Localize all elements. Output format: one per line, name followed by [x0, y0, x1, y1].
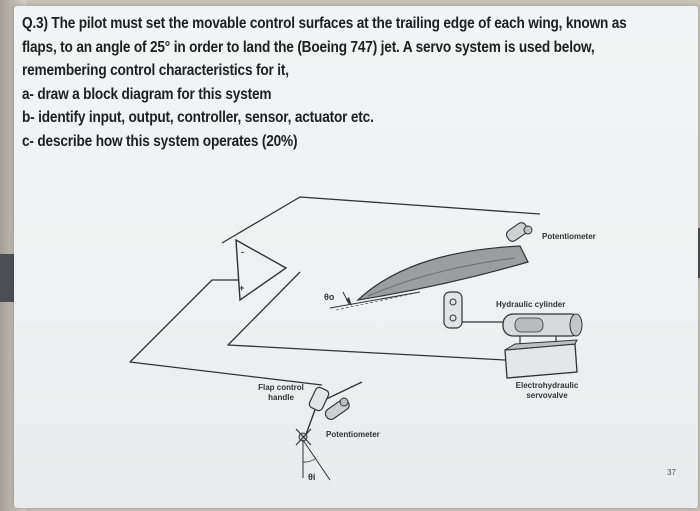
- label-flap-handle: Flap control handle: [251, 383, 311, 403]
- wire-inner: [227, 271, 506, 361]
- label-potentiometer-top: Potentiometer: [542, 232, 596, 241]
- label-theta-i: θi: [308, 472, 316, 482]
- label-electrohydraulic-line1: Electrohydraulic: [515, 381, 579, 390]
- handle-potentiometer: [324, 397, 350, 420]
- task-a: a- draw a block diagram for this system: [22, 85, 272, 103]
- label-electrohydraulic: Electrohydraulic servovalve: [507, 381, 587, 401]
- question-line-3: remembering control characteristics for …: [22, 62, 289, 79]
- amplifier-plus-sign: +: [239, 283, 245, 293]
- amplifier-minus-sign: -: [241, 247, 244, 257]
- question-line-2: flaps, to an angle of 25° in order to la…: [22, 38, 595, 56]
- label-potentiometer-bottom: Potentiometer: [326, 430, 380, 439]
- flap-control-handle: [295, 386, 331, 481]
- task-b: b- identify input, output, controller, s…: [22, 109, 374, 126]
- electrohydraulic-servovalve: [504, 336, 578, 379]
- flap-linkage: [443, 291, 505, 329]
- paper-sheet: [14, 6, 698, 508]
- label-theta-o: θo: [324, 292, 335, 302]
- label-flap-handle-line1: Flap control: [258, 383, 304, 392]
- flap-potentiometer: [505, 222, 533, 242]
- question-line-1: Q.3) The pilot must set the movable cont…: [22, 15, 627, 32]
- task-c: c- describe how this system operates (20…: [22, 132, 298, 150]
- amplifier-triangle: [235, 238, 288, 302]
- hydraulic-cylinder: [502, 313, 583, 337]
- question-text: Q.3) The pilot must set the movable cont…: [22, 12, 627, 153]
- wire-top: [221, 196, 541, 244]
- wire-left-outer: [129, 279, 323, 386]
- page-number: 37: [667, 468, 676, 477]
- label-electrohydraulic-line2: servovalve: [526, 391, 568, 400]
- label-flap-handle-line2: handle: [268, 393, 294, 402]
- theta-o-arrow: [342, 291, 352, 306]
- wing-flap: [329, 245, 529, 311]
- label-hydraulic-cylinder: Hydraulic cylinder: [496, 300, 566, 309]
